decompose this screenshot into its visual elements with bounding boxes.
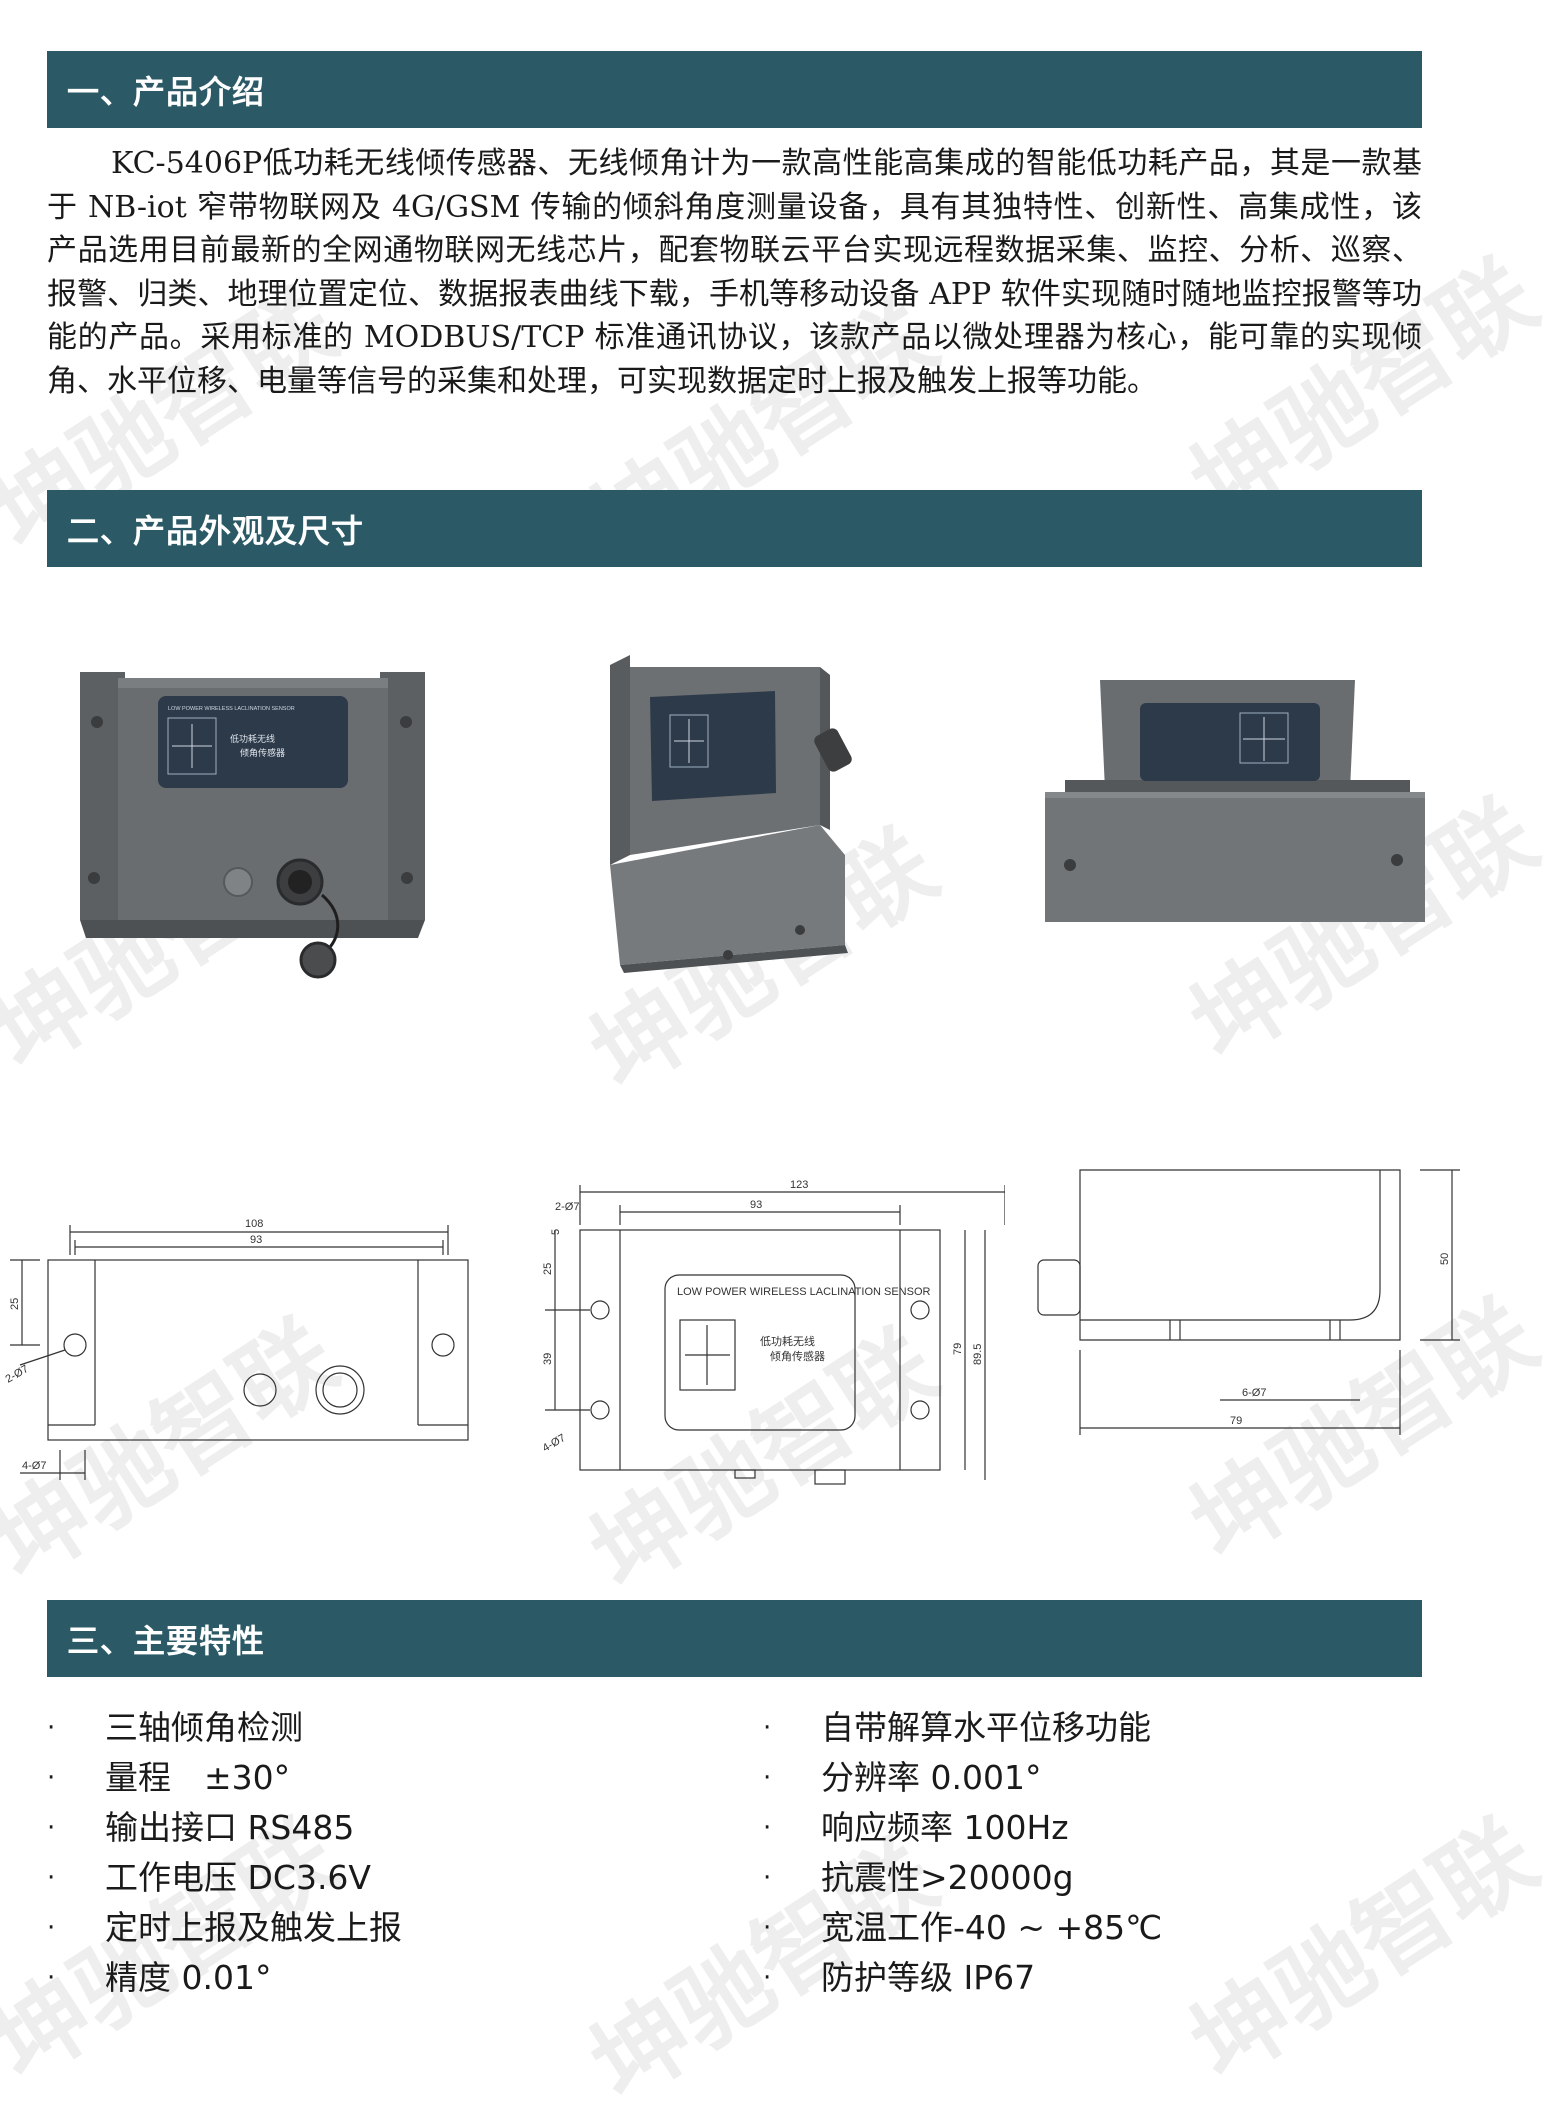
feature-text: 输出接口 RS485 [105,1808,355,1847]
section-title: 一、产品介绍 [67,72,266,111]
feature-text: 量程 ±30° [105,1758,291,1797]
feature-text: 防护等级 IP67 [821,1958,1036,1997]
dimension-drawing-side: 50 6-Ø7 79 [1037,1169,1460,1435]
feature-item: · 量程 ±30° [47,1753,687,1803]
product-photo-front: LOW POWER WIRELESS LACLINATION SENSOR 低功… [80,672,425,979]
feature-text: 三轴倾角检测 [105,1708,303,1747]
feature-text: 自带解算水平位移功能 [821,1708,1151,1747]
bullet: · [763,1913,772,1943]
dim-label: 93 [750,1199,762,1211]
dim-label: 4-Ø7 [22,1460,46,1472]
dimension-drawing-top: 123 93 2-Ø7 25 5 39 79 89.5 4-Ø7 LOW POW… [541,1179,1005,1485]
bullet: · [763,1963,772,1993]
feature-text: 抗震性>20000g [821,1858,1074,1897]
feature-text: 宽温工作-40 ~ +85℃ [821,1908,1163,1947]
feature-text: 分辨率 0.001° [821,1758,1042,1797]
feature-item: · 分辨率 0.001° [763,1753,1403,1803]
bullet: · [47,1963,56,1993]
feature-item: · 工作电压 DC3.6V [47,1853,687,1903]
features-right-column: · 自带解算水平位移功能 · 分辨率 0.001° · 响应频率 100Hz · 抗震性… [763,1703,1403,2003]
features-left-column: · 三轴倾角检测 · 量程 ±30° · 输出接口 RS485 · 工作电压 DC3.6… [47,1703,687,2003]
bullet: · [47,1863,56,1893]
feature-item: · 宽温工作-40 ~ +85℃ [763,1903,1403,1953]
bullet: · [763,1863,772,1893]
dim-label: 89.5 [972,1344,984,1365]
feature-item: · 输出接口 RS485 [47,1803,687,1853]
intro-paragraph: KC-5406P低功耗无线倾传感器、无线倾角计为一款高性能高集成的智能低功耗产品… [47,146,1422,399]
section-header-intro: 一、产品介绍 [47,51,1422,128]
bullet: · [763,1813,772,1843]
bullet: · [763,1713,772,1743]
feature-item: · 三轴倾角检测 [47,1703,687,1753]
dim-label: 2-Ø7 [4,1363,31,1386]
label-line2: 倾角传感器 [240,747,285,759]
dim-label: 39 [542,1353,554,1365]
product-photo-angled [610,655,852,973]
bullet: · [763,1763,772,1793]
feature-item: · 响应频率 100Hz [763,1803,1403,1853]
label-title: LOW POWER WIRELESS LACLINATION SENSOR [677,1286,931,1298]
feature-item: · 定时上报及触发上报 [47,1903,687,1953]
feature-text: 响应频率 100Hz [821,1808,1069,1847]
bullet: · [47,1763,56,1793]
dim-label: 6-Ø7 [1242,1387,1266,1399]
feature-text: 精度 0.01° [105,1958,272,1997]
dim-label: 93 [250,1234,262,1246]
label-title: LOW POWER WIRELESS LACLINATION SENSOR [168,706,295,712]
section-title: 三、主要特性 [67,1621,266,1660]
bullet: · [47,1913,56,1943]
bullet: · [47,1813,56,1843]
dim-label: 4-Ø7 [541,1432,568,1455]
feature-item: · 防护等级 IP67 [763,1953,1403,2003]
section-title: 二、产品外观及尺寸 [67,511,365,550]
dim-label: 5 [550,1229,562,1235]
feature-item: · 自带解算水平位移功能 [763,1703,1403,1753]
feature-item: · 抗震性>20000g [763,1853,1403,1903]
label-line1: 低功耗无线 [760,1334,815,1348]
product-photo-rotated [1045,680,1425,922]
dim-label: 79 [952,1343,964,1355]
label-line2: 倾角传感器 [770,1350,825,1363]
bullet: · [47,1713,56,1743]
dim-label: 123 [790,1179,808,1191]
dim-label: 25 [9,1298,21,1310]
dim-label: 25 [542,1263,554,1275]
dimension-drawing-front: 108 93 25 2-Ø7 4-Ø7 [4,1218,469,1480]
dim-label: 79 [1230,1415,1242,1427]
feature-text: 工作电压 DC3.6V [105,1858,371,1897]
section-header-appearance: 二、产品外观及尺寸 [47,490,1422,567]
feature-text: 定时上报及触发上报 [105,1908,402,1947]
label-line1: 低功耗无线 [230,733,275,745]
dim-label: 2-Ø7 [555,1201,579,1213]
feature-item: · 精度 0.01° [47,1953,687,2003]
section-header-features: 三、主要特性 [47,1600,1422,1677]
dim-label: 50 [1439,1253,1451,1265]
dim-label: 108 [245,1218,263,1230]
